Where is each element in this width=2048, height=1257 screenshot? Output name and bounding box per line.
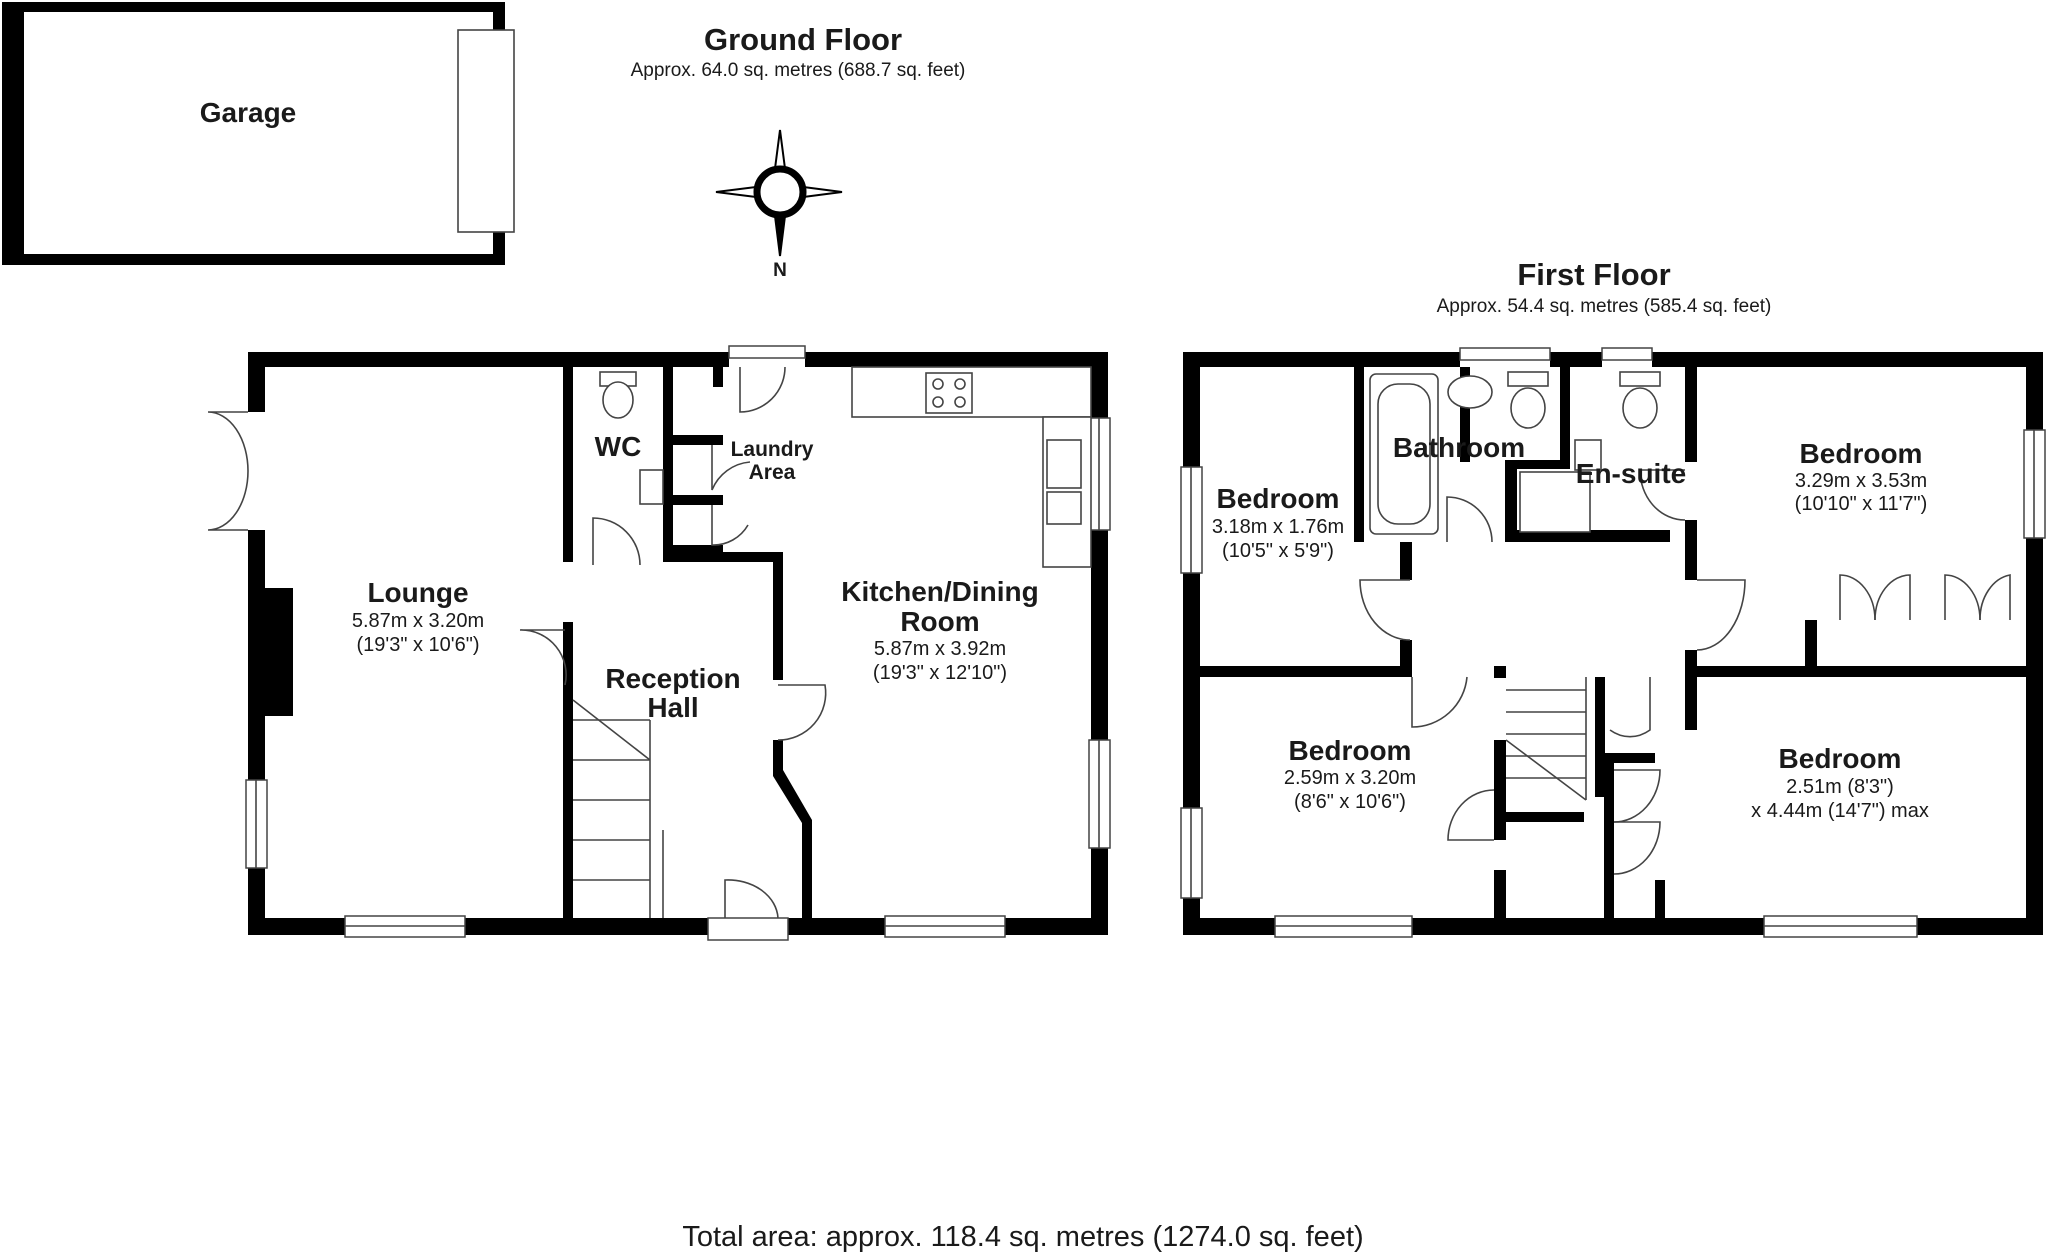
garage-door [457, 29, 515, 233]
bedroom-main-dim-imperial: (10'10" x 11'7") [1795, 493, 1928, 515]
bedroom-small-dim-imperial: (10'5" x 5'9") [1222, 540, 1334, 562]
wc-label: WC [595, 431, 642, 462]
laundry-label-line2: Area [749, 461, 796, 484]
kitchen-label-line2: Room [900, 606, 979, 637]
kitchen-dim-imperial: (19'3" x 12'10") [873, 662, 1007, 684]
laundry-label-line1: Laundry [731, 438, 814, 461]
stairs-icon [1505, 677, 1587, 801]
bedroom-main-label: Bedroom [1800, 438, 1923, 469]
hall-label-line1: Reception [605, 663, 740, 694]
lounge-label: Lounge [367, 577, 468, 608]
bedroom-lower-left-label: Bedroom [1289, 735, 1412, 766]
compass-north-label: N [773, 260, 787, 281]
ground-floor-plan: Lounge 5.87m x 3.20m (19'3" x 10'6") WC … [207, 345, 1111, 941]
compass-icon [715, 129, 843, 257]
bedroom-small-dim-metric: 3.18m x 1.76m [1212, 516, 1344, 538]
total-area: Total area: approx. 118.4 sq. metres (12… [682, 1221, 1363, 1253]
first-floor-plan: Bathroom En-suite Bedroom 3.18m x 1.76m … [1180, 347, 2046, 938]
lounge-dim-imperial: (19'3" x 10'6") [356, 634, 479, 656]
garage: Garage [2, 2, 515, 265]
bedroom-lower-right-dim-extra: x 4.44m (14'7") max [1751, 800, 1929, 822]
kitchen-label-line1: Kitchen/Dining [841, 576, 1039, 607]
first-floor-area: Approx. 54.4 sq. metres (585.4 sq. feet) [1437, 296, 1772, 317]
lounge-dim-metric: 5.87m x 3.20m [352, 610, 484, 632]
bedroom-lower-right-label: Bedroom [1779, 743, 1902, 774]
bedroom-small-label: Bedroom [1217, 483, 1340, 514]
stairs-icon [572, 699, 664, 918]
kitchen-dim-metric: 5.87m x 3.92m [874, 638, 1006, 660]
ensuite-label: En-suite [1576, 458, 1686, 489]
garage-label: Garage [200, 97, 297, 128]
bedroom-main-dim-metric: 3.29m x 3.53m [1795, 470, 1927, 492]
bedroom-lower-left-dim-imperial: (8'6" x 10'6") [1294, 791, 1406, 813]
first-floor-title: First Floor [1517, 257, 1670, 292]
hall-label-line2: Hall [647, 692, 698, 723]
bedroom-lower-right-dim-metric: 2.51m (8'3") [1786, 776, 1894, 798]
bedroom-lower-left-dim-metric: 2.59m x 3.20m [1284, 767, 1416, 789]
ground-floor-title: Ground Floor [704, 22, 902, 57]
bathroom-label: Bathroom [1393, 432, 1525, 463]
ground-floor-area: Approx. 64.0 sq. metres (688.7 sq. feet) [631, 60, 966, 81]
